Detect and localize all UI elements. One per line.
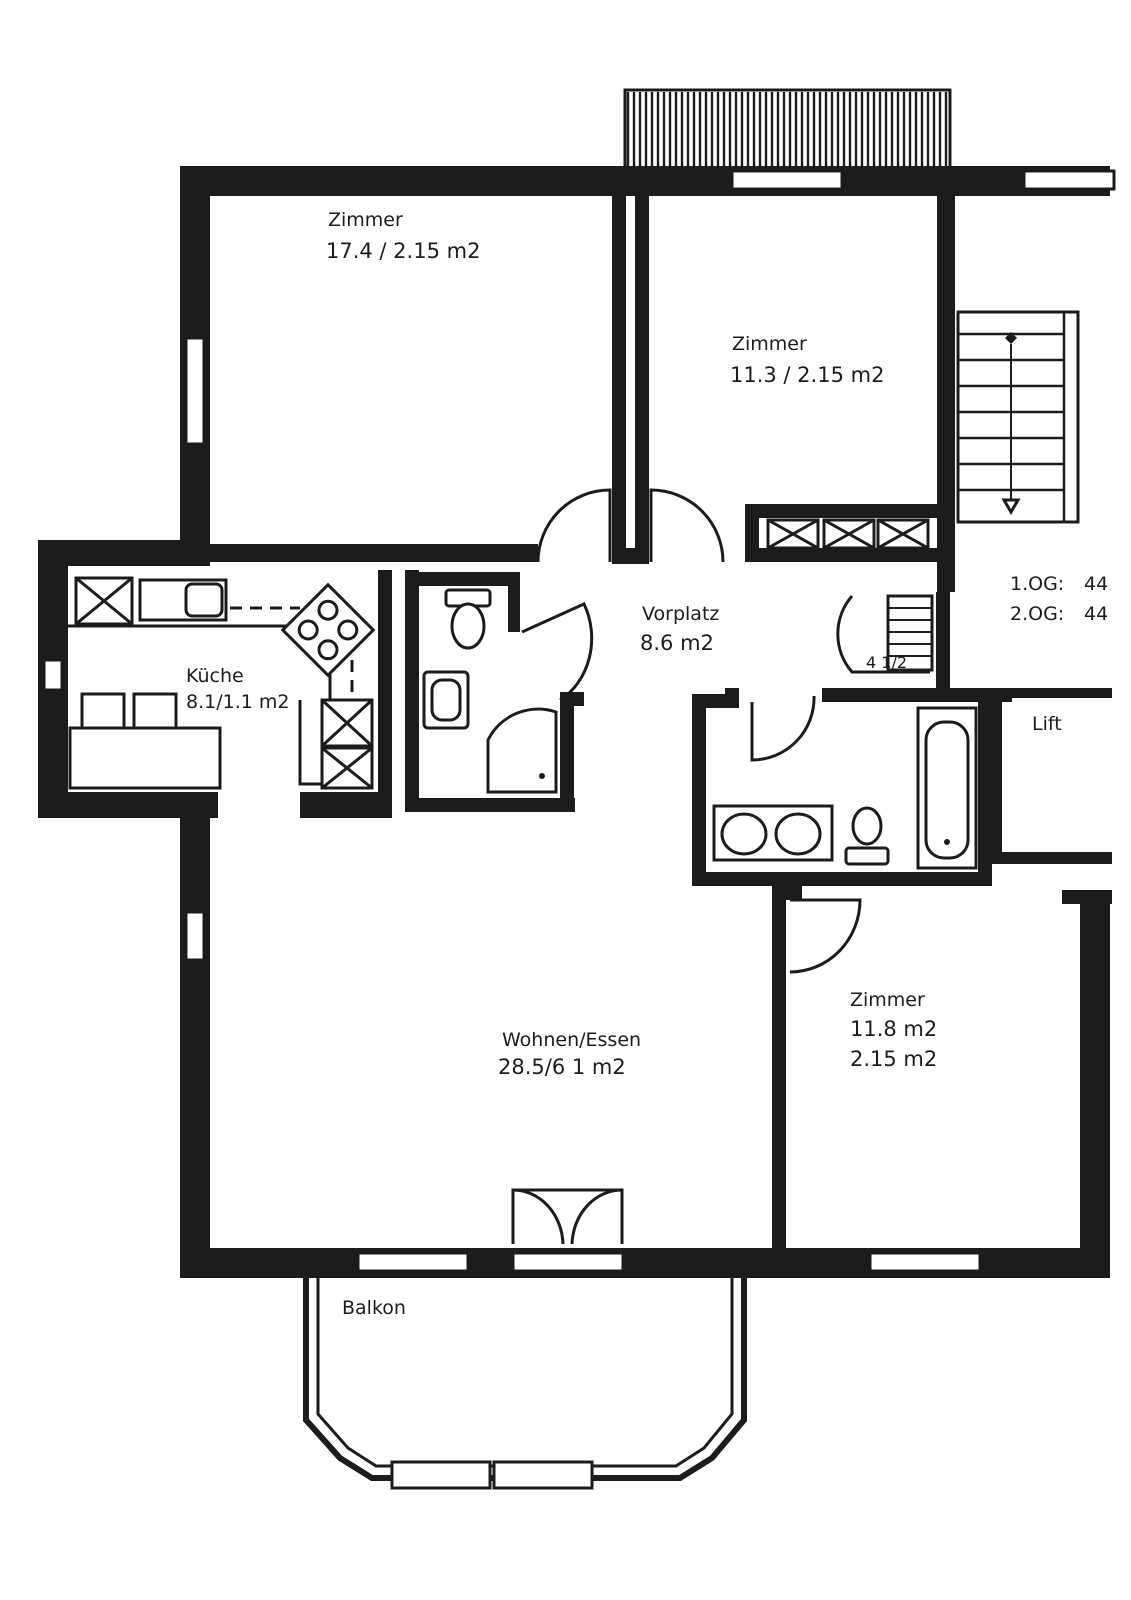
- bath-fixtures-2: [712, 706, 978, 870]
- kitchen-fixtures: [68, 576, 376, 790]
- room-zimmer-nw-area: 17.4 / 2.15 m2: [326, 239, 480, 263]
- stair-step-label: 4 1/2: [866, 653, 907, 672]
- floor-1-value: 44: [1084, 573, 1108, 595]
- room-zimmer-se-name: Zimmer: [850, 989, 925, 1011]
- wardrobe-cross: [823, 518, 875, 550]
- room-balkon-name: Balkon: [342, 1297, 406, 1319]
- east-edge-details: [1092, 898, 1110, 1242]
- floor-2-label: 2.OG:: [1010, 603, 1064, 625]
- staircase: [886, 310, 1080, 672]
- floor-2-value: 44: [1084, 603, 1108, 625]
- room-wohnen-name: Wohnen/Essen: [502, 1029, 641, 1051]
- room-labels: Zimmer 17.4 / 2.15 m2 Zimmer 11.3 / 2.15…: [186, 209, 1108, 1319]
- room-zimmer-se-area-2: 2.15 m2: [850, 1047, 937, 1071]
- room-zimmer-se-area-1: 11.8 m2: [850, 1017, 937, 1041]
- terrace-hatch: [623, 88, 952, 170]
- doors: [511, 488, 930, 1245]
- bath-fixtures-1: [422, 588, 558, 794]
- room-vorplatz-name: Vorplatz: [642, 603, 719, 625]
- wardrobe-cross: [877, 518, 929, 550]
- room-zimmer-n-area: 11.3 / 2.15 m2: [730, 363, 884, 387]
- room-kueche-area: 8.1/1.1 m2: [186, 691, 289, 713]
- windows: [42, 169, 1116, 1273]
- balcony: [303, 1278, 747, 1490]
- room-vorplatz-area: 8.6 m2: [640, 631, 714, 655]
- room-kueche-name: Küche: [186, 665, 244, 687]
- wardrobes: [766, 518, 930, 550]
- floor-1-label: 1.OG:: [1010, 573, 1064, 595]
- room-wohnen-area: 28.5/6 1 m2: [498, 1055, 626, 1079]
- room-lift-name: Lift: [1032, 713, 1062, 735]
- room-zimmer-n-name: Zimmer: [732, 333, 807, 355]
- interior-walls: [180, 196, 1112, 1258]
- room-zimmer-nw-name: Zimmer: [328, 209, 403, 231]
- wardrobe-cross: [767, 518, 819, 550]
